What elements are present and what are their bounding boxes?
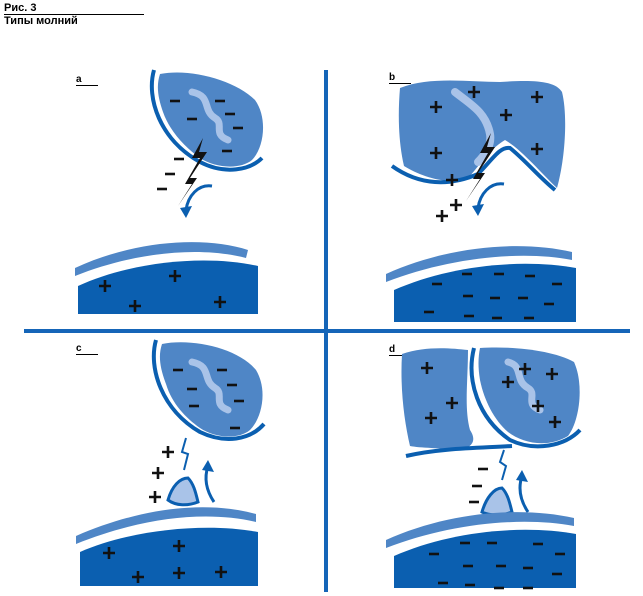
figure-underline xyxy=(4,14,144,15)
panel-b-arrow-head xyxy=(472,204,484,216)
panel-c-ground-spike xyxy=(166,476,200,507)
panel-a-arrow-head xyxy=(180,206,192,218)
panel-c xyxy=(76,339,266,586)
panel-d-label: d xyxy=(389,345,411,356)
panel-a-cloud xyxy=(157,72,264,167)
panel-d-ground-spike xyxy=(480,486,514,517)
panel-d-atmosphere-layer xyxy=(386,512,574,548)
panel-d-cloud-base-right xyxy=(469,347,582,449)
panel-d xyxy=(386,347,582,590)
panel-b-flow-arrow xyxy=(476,182,505,209)
panel-c-arrow-head xyxy=(202,460,214,472)
panel-b-atmosphere-layer xyxy=(386,246,572,282)
panel-c-streamer xyxy=(180,437,190,471)
plus-icon xyxy=(150,465,166,481)
panel-a-atmosphere-layer xyxy=(75,242,248,276)
panel-a-ground xyxy=(78,260,258,314)
panel-a-cloud-highlight xyxy=(188,88,232,144)
panel-a-lightning-bolt xyxy=(178,138,207,206)
panel-a-flow-arrow xyxy=(184,184,213,211)
panel-d-ground xyxy=(394,529,576,588)
panel-b-label: b xyxy=(389,73,411,84)
panel-a xyxy=(75,69,264,314)
figure-title: Типы молний xyxy=(4,15,78,27)
plus-icon xyxy=(160,444,176,460)
panel-b-cloud-highlight xyxy=(451,88,495,166)
panel-b-ground xyxy=(394,263,576,322)
panel-d-cloud-left xyxy=(401,348,474,450)
panel-c-cloud-base xyxy=(151,339,266,441)
panel-c-label: c xyxy=(76,344,98,355)
figure-label: Рис. 3 xyxy=(4,2,37,14)
panel-d-arrow-head xyxy=(516,470,528,482)
panel-b-cloud-base xyxy=(390,145,557,192)
panel-c-cloud-highlight xyxy=(188,358,232,414)
panel-b-lightning-bolt xyxy=(466,133,495,201)
panel-d-cloud-highlight xyxy=(504,358,544,414)
panel-d-cloud-base-left xyxy=(405,444,513,458)
plus-icon xyxy=(434,208,450,224)
panel-a-label: a xyxy=(76,75,98,86)
panel-b xyxy=(386,80,576,322)
plus-icon xyxy=(448,197,464,213)
panel-c-ground xyxy=(80,527,258,586)
panel-c-atmosphere-layer xyxy=(76,507,256,544)
panel-d-streamer xyxy=(498,449,508,481)
plus-icon xyxy=(147,489,163,505)
